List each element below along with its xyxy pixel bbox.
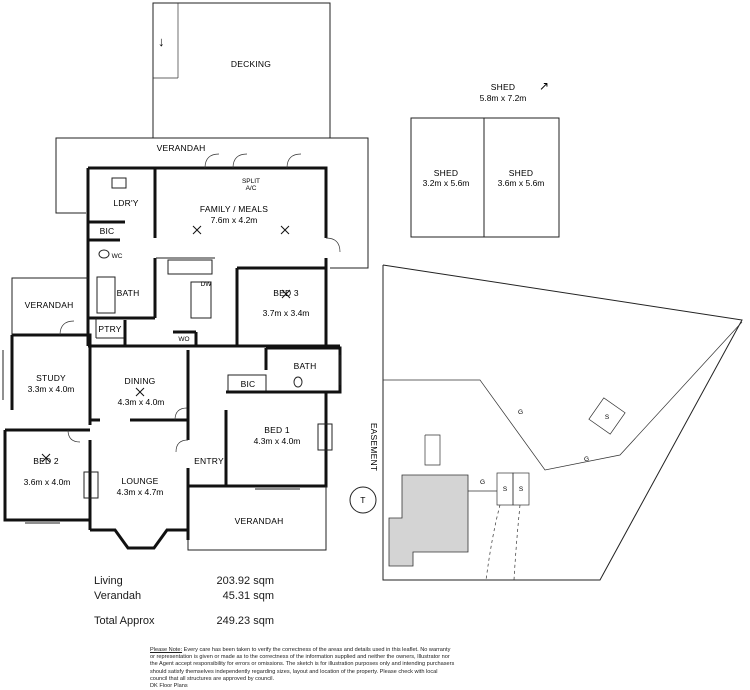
site-g-label-2: G (584, 456, 589, 463)
north-arrow-icon: ↗ (539, 79, 549, 93)
site-plan: S S S G G G T EASEMENT (349, 264, 743, 581)
sheds: SHED 5.8m x 7.2m ↗ SHED 3.2m x 5.6m SHED… (410, 79, 560, 238)
site-s-label-1: S (605, 414, 610, 421)
decking-label: DECKING (231, 59, 271, 69)
verandah-front-label: VERANDAH (235, 516, 284, 526)
ptry-label: PTRY (98, 324, 121, 334)
site-g-label-1: G (518, 409, 523, 416)
area-verandah-row: Verandah 45.31 sqm (94, 590, 274, 605)
bath-right-label: BATH (294, 361, 317, 371)
site-g-label-3: G (480, 479, 485, 486)
verandah-rear-label: VERANDAH (157, 143, 206, 153)
left-verandah: VERANDAH (11, 277, 88, 335)
front-verandah: VERANDAH (187, 486, 327, 551)
family-meals-dims: 7.6m x 4.2m (211, 215, 258, 225)
area-total-row: Total Approx 249.23 sqm (94, 615, 274, 630)
t-marker-label: T (360, 495, 365, 505)
area-total-value: 249.23 sqm (216, 615, 274, 627)
bic-top-label: BIC (100, 226, 115, 236)
study-label: STUDY (36, 373, 66, 383)
study-dims: 3.3m x 4.0m (28, 384, 75, 394)
wc-label: WC (112, 253, 123, 260)
entry-label: ENTRY (194, 456, 224, 466)
area-living-row: Living 203.92 sqm (94, 575, 274, 590)
bic-mid-label: BIC (241, 379, 256, 389)
bed3-dims: 3.7m x 3.4m (263, 308, 310, 318)
area-summary: Living 203.92 sqm Verandah 45.31 sqm Tot… (94, 575, 274, 630)
laundry-label: LDR'Y (113, 198, 138, 208)
area-total-label: Total Approx (94, 615, 155, 627)
shed-left-dims: 3.2m x 5.6m (423, 178, 470, 188)
shed-right-dims: 3.6m x 5.6m (498, 178, 545, 188)
wo-label: WO (178, 336, 189, 343)
easement-label: EASEMENT (369, 423, 379, 471)
bed2-dims: 3.6m x 4.0m (24, 477, 71, 487)
area-living-label: Living (94, 575, 123, 587)
disclaimer-note: Please Note: Every care has been taken t… (150, 647, 455, 690)
decking-arrow-icon: ↓ (158, 34, 165, 49)
area-verandah-label: Verandah (94, 590, 142, 602)
shed-title: SHED (491, 82, 515, 92)
decking-area: ↓ DECKING (152, 2, 331, 139)
dw-label: DW (201, 281, 213, 288)
shed-right-label: SHED (509, 168, 533, 178)
light-fitting-icons (41, 225, 291, 463)
site-s-label-2: S (503, 486, 508, 493)
area-verandah-value: 45.31 sqm (222, 590, 274, 602)
split-ac-label-2: A/C (246, 185, 257, 192)
house-footprint (388, 474, 469, 567)
dining-dims: 4.3m x 4.0m (118, 397, 165, 407)
shed-title-dims: 5.8m x 7.2m (480, 93, 527, 103)
rear-verandah: VERANDAH (55, 137, 369, 269)
house-walls (3, 166, 342, 550)
shed-left-label: SHED (434, 168, 458, 178)
area-living-value: 203.92 sqm (216, 575, 274, 587)
disclaimer-heading: Please Note: (150, 647, 183, 653)
disclaimer-text: Every care has been taken to verify the … (150, 647, 455, 682)
disclaimer-credit: DK Floor Plans (150, 683, 188, 690)
family-meals-label: FAMILY / MEALS (200, 204, 268, 214)
bed1-label: BED 1 (264, 425, 290, 435)
bed2-label: BED 2 (33, 456, 59, 466)
bed1-dims: 4.3m x 4.0m (254, 436, 301, 446)
verandah-left-label: VERANDAH (25, 300, 74, 310)
lounge-label: LOUNGE (121, 476, 158, 486)
split-ac-label-1: SPLIT (242, 178, 260, 185)
lounge-dims: 4.3m x 4.7m (117, 487, 164, 497)
openings (2, 153, 341, 524)
dining-label: DINING (125, 376, 156, 386)
bed3-label: BED 3 (273, 288, 299, 298)
site-s-label-3: S (519, 486, 524, 493)
bath-left-label: BATH (117, 288, 140, 298)
